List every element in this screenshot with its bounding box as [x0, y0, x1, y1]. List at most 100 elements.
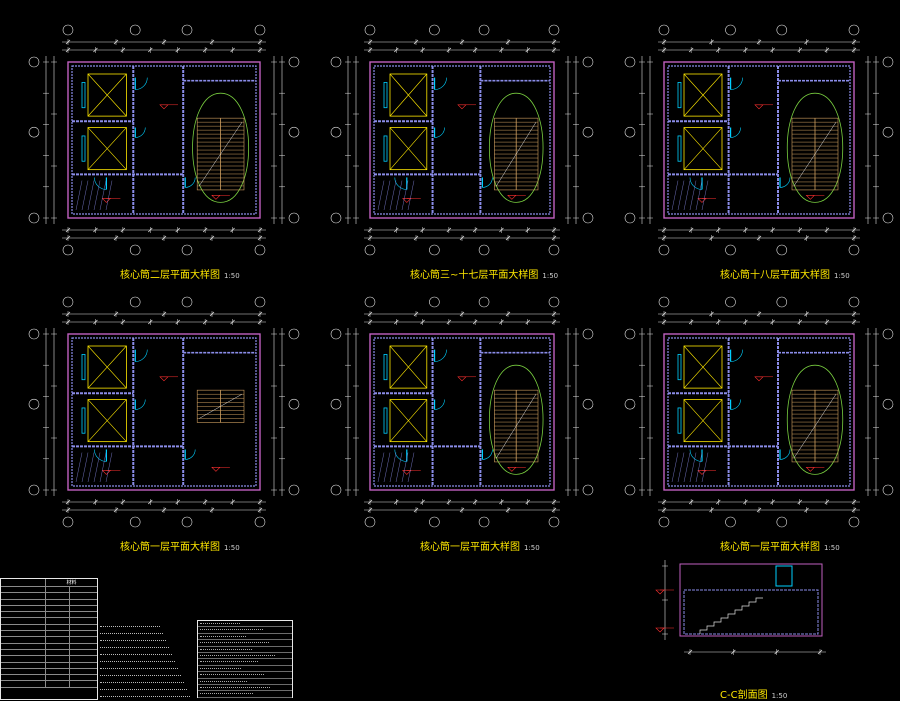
- axis-bubble: [848, 244, 860, 256]
- legend-row: [1, 637, 97, 644]
- door-swing-arc: [94, 177, 107, 190]
- elevator-cross: [389, 127, 428, 170]
- axis-bubble: [582, 126, 594, 138]
- schedule-row: [198, 640, 292, 647]
- axis-bubble: [848, 24, 860, 36]
- axis-bubble: [882, 328, 894, 340]
- dimension-slash: [367, 47, 373, 53]
- schedule-row-text-mark: [200, 621, 240, 624]
- dimension-slash: [661, 47, 667, 53]
- stair-break-line: [198, 122, 243, 187]
- dimension-slash: [257, 311, 263, 317]
- elevator-cross: [683, 127, 723, 170]
- dimension-slash: [716, 499, 721, 505]
- door-swing-arc: [482, 449, 493, 460]
- schedule-row: [198, 621, 292, 628]
- material-legend-table: 材料: [0, 578, 98, 700]
- axis-bubble: [776, 296, 788, 308]
- axis-bubble: [429, 296, 440, 308]
- dimension-slash: [709, 235, 714, 241]
- dimension-slash: [257, 507, 263, 513]
- axis-bubble: [582, 328, 594, 340]
- core-wall: [71, 65, 257, 215]
- dimension-slash: [113, 235, 119, 241]
- elevator-door: [677, 407, 682, 434]
- legend-row: [1, 662, 97, 669]
- dimension-slash: [394, 499, 399, 505]
- plan-scale: 1:50: [224, 272, 240, 280]
- legend-cell: [70, 663, 97, 668]
- dimension-slash: [731, 649, 736, 655]
- legend-cell: [70, 681, 97, 686]
- axis-bubble: [28, 328, 40, 340]
- door-swing-arc: [434, 77, 447, 90]
- dimension-slash: [446, 47, 452, 53]
- wall-hatch: [395, 180, 403, 211]
- dimension-slash: [851, 47, 857, 53]
- dimension-slash: [804, 39, 809, 45]
- axis-bubble: [288, 56, 300, 68]
- dimension-slash: [257, 227, 263, 233]
- wall-hatch: [389, 452, 397, 483]
- dimension-slash: [459, 235, 465, 241]
- dimension-slash: [148, 47, 153, 53]
- axis-bubble: [254, 516, 266, 528]
- dimension-slash: [93, 319, 98, 325]
- legend-cell: [46, 631, 70, 637]
- level-marker: [655, 627, 665, 633]
- legend-cell: [70, 656, 97, 661]
- door-swing-arc: [94, 449, 107, 462]
- legend-cell: [70, 606, 97, 611]
- axis-bubble: [478, 516, 490, 528]
- dimension-slash: [824, 499, 830, 505]
- plan-frame: [663, 333, 855, 491]
- schedule-row-text-mark: [200, 691, 253, 695]
- legend-row: [1, 605, 97, 613]
- wall-hatch: [401, 180, 409, 211]
- wall-hatch: [383, 452, 391, 483]
- legend-cell: [70, 675, 97, 680]
- plan-title-text: 核心筒三~十七层平面大样图: [410, 270, 539, 281]
- axis-bubble: [882, 484, 894, 496]
- axis-bubble: [882, 126, 894, 138]
- elevator-cross: [87, 345, 127, 389]
- dimension-slash: [661, 227, 667, 233]
- dimension-slash: [120, 227, 126, 233]
- axis-bubble: [254, 244, 266, 256]
- elevator-shaft: [87, 127, 127, 171]
- axis-bubble: [548, 24, 560, 36]
- schedule-row: [198, 679, 292, 685]
- legend-cell: [46, 649, 70, 656]
- dimension-slash: [65, 235, 71, 241]
- dimension-slash: [551, 507, 557, 513]
- dimension-slash: [65, 227, 71, 233]
- dimension-slash: [420, 227, 425, 233]
- wall-hatch: [87, 452, 95, 483]
- legend-header-row: 材料: [1, 579, 97, 587]
- dimension-slash: [525, 47, 530, 53]
- legend-row: [1, 593, 97, 600]
- dimension-slash: [209, 39, 215, 45]
- axis-bubble: [254, 296, 266, 308]
- elevator-shaft: [389, 73, 428, 117]
- section-c-c: [655, 560, 826, 655]
- door-swing-arc: [135, 77, 148, 90]
- schedule-row-text-mark: [200, 627, 263, 631]
- schedule-row: [198, 627, 292, 634]
- floor-plan-3: [624, 24, 894, 256]
- dimension-slash: [661, 311, 667, 317]
- legend-cell: [70, 625, 97, 630]
- dimension-slash: [499, 47, 504, 53]
- door-swing-arc: [185, 449, 196, 460]
- axis-bubble: [725, 24, 736, 36]
- dimension-slash: [688, 47, 694, 53]
- legend-row: [1, 643, 97, 650]
- dimension-slash: [505, 39, 511, 45]
- general-notes: [98, 620, 196, 700]
- schedule-row-text-mark: [200, 640, 269, 644]
- dimension-slash: [851, 235, 857, 241]
- level-marker: [697, 470, 707, 475]
- wall-hatch: [81, 180, 89, 211]
- axis-bubble: [129, 296, 141, 308]
- axis-bubble: [882, 212, 894, 224]
